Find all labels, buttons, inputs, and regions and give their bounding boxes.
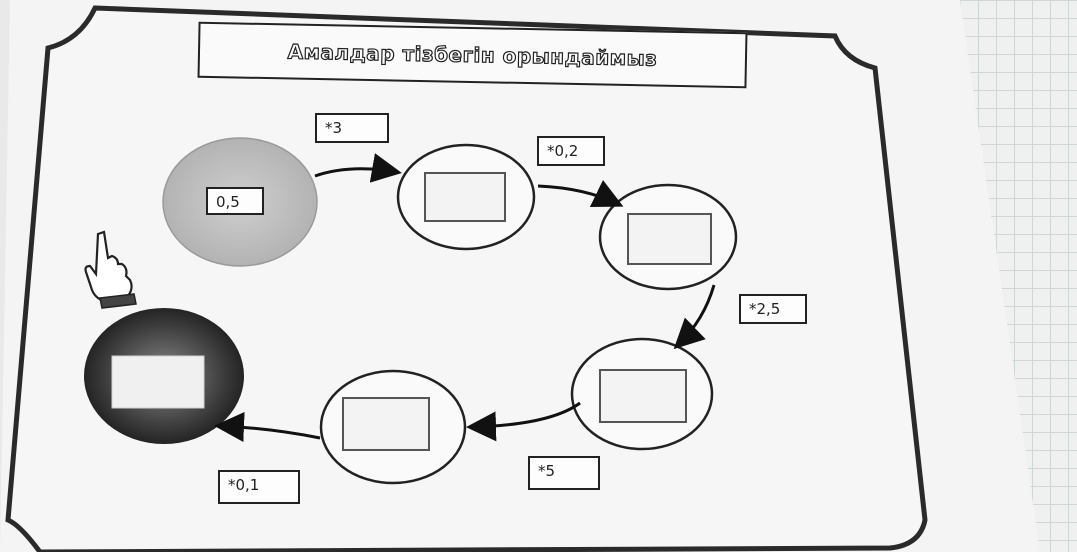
arrow-4: [466, 401, 581, 442]
answer-box-2: [627, 213, 712, 265]
operation-label-2: *0,2: [537, 136, 605, 166]
arrow-5: [214, 411, 321, 442]
title-box: Амалдар тізбегін орындаймыз: [197, 21, 748, 89]
arrow-1: [314, 153, 402, 183]
operation-label-3: *2,5: [739, 294, 807, 324]
operation-label-1: *3: [315, 113, 389, 143]
decorative-frame: [5, 5, 928, 552]
operation-label-4: *5: [528, 456, 600, 490]
pointing-hand-icon: [84, 230, 137, 309]
arrow-2: [537, 180, 624, 208]
arrow-3: [673, 284, 716, 350]
answer-box-3: [599, 369, 687, 423]
start-value-box: 0,5: [206, 187, 264, 215]
operation-label-5: *0,1: [218, 470, 300, 504]
final-answer-box: [111, 355, 205, 409]
title-text: Амалдар тізбегін орындаймыз: [287, 39, 658, 71]
answer-box-4: [342, 397, 430, 451]
answer-box-1: [424, 172, 506, 222]
